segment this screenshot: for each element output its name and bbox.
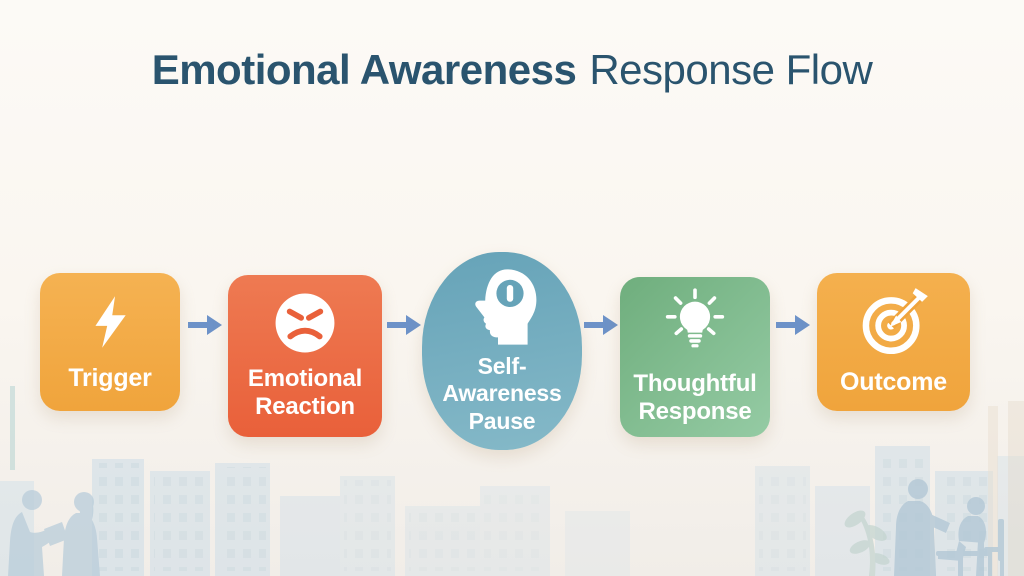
flow-arrow-3 <box>582 311 620 339</box>
wall-band-right <box>1008 401 1024 576</box>
title-emphasis: Emotional Awareness <box>151 46 577 93</box>
flow-step-emotional-reaction: Emotional Reaction <box>228 275 382 437</box>
left-edge-accent <box>10 386 15 470</box>
flow-step-label: Trigger <box>68 364 152 393</box>
city-buildings-left <box>0 459 630 576</box>
flow-step-label: Emotional Reaction <box>247 364 363 420</box>
flow-arrow-2 <box>385 311 423 339</box>
angry-face-icon <box>273 291 337 355</box>
city-buildings-right <box>755 446 1024 576</box>
flow-arrow-1 <box>186 311 224 339</box>
flow-step-thoughtful-response: Thoughtful Response <box>620 277 770 437</box>
people-meeting-silhouette-right <box>894 479 1004 576</box>
window-frame-right <box>988 406 998 576</box>
flow-step-trigger: Trigger <box>40 273 180 411</box>
people-talking-silhouette-left <box>8 490 100 576</box>
flow-arrow-4 <box>774 311 812 339</box>
flow-step-label: Self-Awareness Pause <box>442 353 562 434</box>
head-pause-icon <box>462 267 542 347</box>
flow-step-label: Thoughtful Response <box>633 369 757 425</box>
title-rest: Response Flow <box>589 46 873 93</box>
page-title: Emotional Awareness Response Flow <box>0 46 1024 94</box>
lightning-bolt-icon <box>82 290 138 354</box>
flow-step-self-awareness-pause: Self-Awareness Pause <box>422 252 582 450</box>
target-arrow-icon <box>856 286 932 358</box>
plant-silhouette <box>844 510 890 576</box>
lightbulb-icon <box>658 288 732 360</box>
flow-step-label: Outcome <box>840 368 947 397</box>
flow-step-outcome: Outcome <box>817 273 970 411</box>
